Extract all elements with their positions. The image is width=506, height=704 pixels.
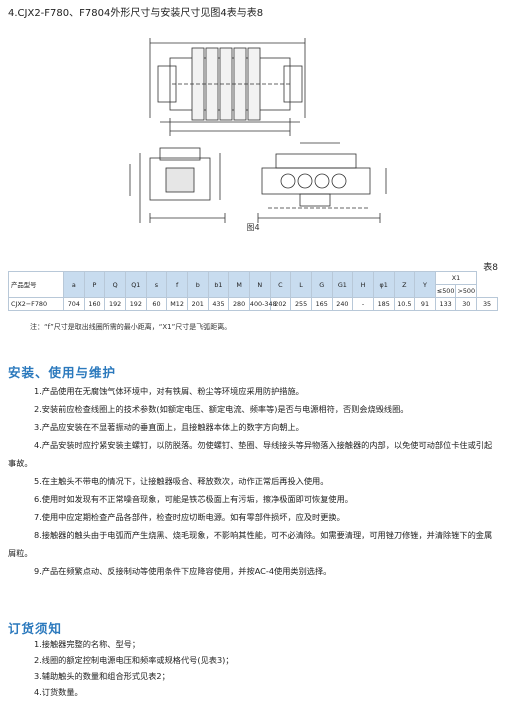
- table-row: CJX2−F780 704 160 192 192 60 M12 201 435…: [8, 297, 498, 311]
- table-cell: 185: [372, 297, 395, 311]
- list-item: 2.安装前应检查线圈上的技术参数(如额定电压、额定电流、频率等)是否与电源相符，…: [34, 404, 409, 414]
- table-subheader-row: ≤500 >500: [9, 284, 498, 298]
- header-cell: P: [83, 271, 106, 298]
- header-cell: H: [352, 271, 374, 298]
- table-cell: 10.5: [393, 297, 416, 311]
- list-item: 6.使用时如发现有不正常噪音现象，可能是铁芯极面上有污垢，擦净极面即可恢复使用。: [34, 494, 353, 504]
- table-cell: CJX2−F780: [8, 297, 64, 311]
- header-cell: C: [269, 271, 292, 298]
- header-cell: 产品型号: [8, 271, 64, 298]
- table-cell: 160: [83, 297, 106, 311]
- table-cell: 255: [290, 297, 312, 311]
- header-cell: s: [145, 271, 168, 298]
- table-note: 注：“f”尺寸是取出线圈所需的最小距离，“X1”尺寸是飞弧距离。: [30, 323, 232, 331]
- list-item: 8.接触器的触头由于电弧而产生烧黑、烧毛现象，不影响其性能，可不必清除。如需要清…: [8, 530, 493, 558]
- header-cell: G: [310, 271, 333, 298]
- header-cell: a: [63, 271, 85, 298]
- install-list: 1.产品使用在无腐蚀气体环境中，对有铁屑、粉尘等环境应采用防护措施。 2.安装前…: [8, 382, 500, 580]
- list-item: 3.辅助触头的数量和组合形式见表2；: [34, 671, 170, 681]
- table-cell: 30: [455, 297, 478, 311]
- header-cell: G1: [331, 271, 354, 298]
- list-item: 5.在主触头不带电的情况下，让接触器吸合、释放数次，动作正常后再投入使用。: [34, 476, 329, 486]
- list-item: 7.使用中应定期检查产品各部件，检查时应切断电源。如有零部件损坏，应及时更换。: [34, 512, 345, 522]
- list-item: 4.产品安装时应拧紧安装主螺钉，以防脱落。勿使螺钉、垫圈、导线接头等异物落入接触…: [8, 440, 493, 468]
- header-cell: Q: [104, 271, 126, 298]
- header-cell: φ1: [372, 271, 395, 298]
- header-cell-x1-high: >500: [455, 284, 478, 298]
- header-cell: Y: [414, 271, 436, 298]
- table-cell: 165: [310, 297, 333, 311]
- list-item: 9.产品在频繁点动、反接制动等使用条件下应降容使用，并按AC-4使用类别选择。: [34, 566, 332, 576]
- header-cell: b: [186, 271, 209, 298]
- table-cell: 201: [186, 297, 209, 311]
- table-cell: 240: [331, 297, 354, 311]
- table-cell: 35: [476, 297, 498, 311]
- table-cell: 435: [207, 297, 230, 311]
- header-cell: f: [166, 271, 188, 298]
- header-cell-x1-low: ≤500: [434, 284, 457, 298]
- list-item: 2.线圈的额定控制电源电压和频率或规格代号(见表3)；: [34, 655, 234, 665]
- table-cell: 133: [434, 297, 457, 311]
- dimension-table: 产品型号 a P Q Q1 s f b b1 M N C L G G1 H φ1…: [8, 271, 498, 311]
- list-item: 1.产品使用在无腐蚀气体环境中，对有铁屑、粉尘等环境应采用防护措施。: [34, 386, 304, 396]
- header-cell-x1: X1: [434, 271, 478, 285]
- header-cell: b1: [207, 271, 230, 298]
- section-title-install: 安装、使用与维护: [8, 365, 117, 380]
- table-cell: 60: [145, 297, 168, 311]
- table-cell: M12: [166, 297, 188, 311]
- table-header-row: 产品型号 a P Q Q1 s f b b1 M N C L G G1 H φ1…: [8, 271, 498, 298]
- header-cell: Q1: [124, 271, 147, 298]
- header-cell: N: [248, 271, 271, 298]
- table-cell: 192: [124, 297, 147, 311]
- section-title-ordering: 订货须知: [8, 621, 63, 636]
- figure-label: 图4: [246, 223, 260, 232]
- page-title: 4.CJX2-F780、F7804外形尺寸与安装尺寸见图4表与表8: [8, 8, 264, 19]
- table-cell: 280: [228, 297, 250, 311]
- list-item: 4.订货数量。: [34, 687, 83, 697]
- table-cell: 192: [104, 297, 126, 311]
- header-cell: Z: [393, 271, 416, 298]
- table-label: 表8: [483, 263, 498, 273]
- table-cell: 91: [414, 297, 436, 311]
- contactor-outline-drawing: [129, 38, 387, 223]
- table-cell: 400-348: [248, 297, 277, 311]
- header-cell: M: [228, 271, 250, 298]
- list-item: 3.产品应安装在不显著振动的垂直面上，且接触器本体上的数字方向朝上。: [34, 422, 304, 432]
- table-cell: 704: [63, 297, 85, 311]
- list-item: 1.接触器完整的名称、型号；: [34, 639, 141, 649]
- table-cell: -: [352, 297, 374, 311]
- header-cell: L: [290, 271, 312, 298]
- ordering-list: 1.接触器完整的名称、型号； 2.线圈的额定控制电源电压和频率或规格代号(见表3…: [8, 636, 500, 700]
